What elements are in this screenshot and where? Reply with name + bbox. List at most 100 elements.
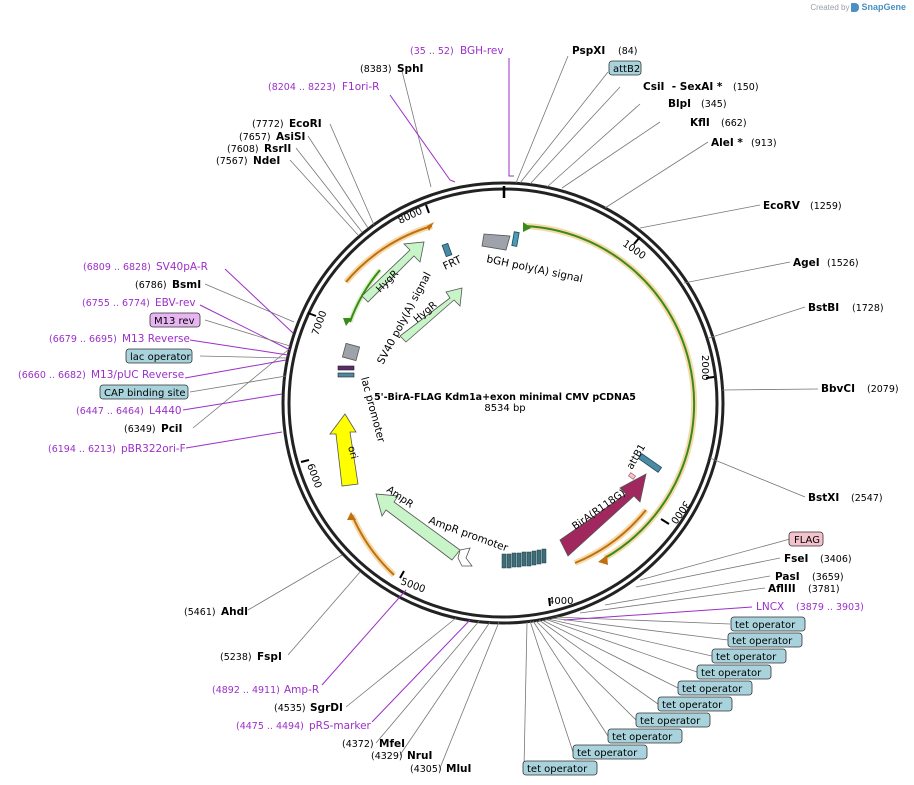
site-mlui-pos: (4305) [410, 764, 442, 775]
primer-amp-r-pos: (4892 .. 4911) [212, 685, 280, 696]
snapgene-credit: Created by SnapGene [810, 2, 906, 12]
primer-l4440: L4440 [149, 405, 182, 417]
primer-lines [182, 58, 753, 723]
tick-7000: 7000 [310, 309, 329, 337]
site-ndei-pos: (7567) [216, 156, 248, 167]
site-bstbi-pos: (1728) [852, 303, 884, 314]
left-site-labels: (35 .. 52) BGH-rev (8383) SphI (8204 .. … [18, 45, 504, 455]
site-fsei-pos: (3406) [820, 554, 852, 565]
site-rsrii: RsrII [264, 143, 291, 155]
hygr-1-shape [361, 241, 425, 303]
site-afliii-pos: (3781) [808, 584, 840, 595]
site-kfli-pos: (662) [721, 118, 747, 129]
primer-lncx: LNCX [756, 601, 784, 613]
tick-2000: 2000 [699, 355, 710, 380]
bgh-polya-label: bGH poly(A) signal [485, 253, 583, 285]
site-sgrdi: SgrDI [310, 702, 343, 714]
primer-m13-reverse-pos: (6679 .. 6695) [49, 334, 117, 345]
site-pcii-pos: (6349) [124, 424, 156, 435]
right-site-labels: PspXI (84) attB2 CsiI - SexAI * (150) Bl… [572, 45, 899, 613]
bira-shape [559, 473, 647, 557]
primer-m13-puc-reverse: M13/pUC Reverse [91, 369, 184, 381]
site-asisi: AsiSI [276, 131, 305, 143]
site-bsmi-pos: (6786) [135, 280, 167, 291]
site-ndei: NdeI [253, 155, 280, 167]
tet-operator-5: tet operator [682, 684, 743, 695]
primer-sv40pa-r: SV40pA-R [156, 261, 208, 273]
cap-site-shape [337, 372, 355, 378]
leader-lines [192, 55, 819, 769]
hygr-2-shape [399, 287, 463, 343]
attb1-shape [637, 453, 663, 473]
site-mlui: MluI [446, 763, 471, 775]
primer-f1ori-r: F1ori-R [342, 81, 379, 93]
primer-sv40pa-r-pos: (6809 .. 6828) [83, 262, 151, 273]
site-csii-sexai-pos: (150) [733, 82, 759, 93]
site-nrui-pos: (4329) [371, 751, 403, 762]
site-asisi-pos: (7657) [239, 132, 271, 143]
primer-pbr322ori-f: pBR322ori-F [121, 443, 186, 455]
site-mfei-pos: (4372) [342, 739, 374, 750]
site-ahdi-pos: (5461) [184, 607, 216, 618]
flag-box: FLAG [794, 535, 820, 546]
flag-shape [628, 472, 636, 480]
site-sphi: SphI [397, 63, 423, 75]
primer-l4440-pos: (6447 .. 6464) [76, 406, 144, 417]
credit-brand: SnapGene [861, 2, 906, 12]
tet-operator-3: tet operator [716, 652, 777, 663]
lac-operator-shape [337, 365, 355, 371]
snapgene-logo-icon [851, 2, 860, 12]
primer-amp-r: Amp-R [284, 684, 319, 696]
lac-operator-box: lac operator [130, 352, 191, 363]
site-sphi-pos: (8383) [360, 64, 392, 75]
primer-m13-puc-reverse-pos: (6660 .. 6682) [18, 370, 86, 381]
tick-4000: 4000 [548, 596, 573, 607]
site-blpi: BlpI [668, 98, 691, 110]
cap-binding-site-box: CAP binding site [104, 388, 186, 399]
attb2-shape [511, 231, 520, 247]
site-bstbi: BstBI [808, 302, 839, 314]
site-pspxi: PspXI [572, 45, 605, 57]
arc-arrowheads [343, 222, 608, 565]
primer-pbr322ori-f-pos: (6194 .. 6213) [48, 444, 116, 455]
tet-operator-10: tet operator [527, 764, 588, 775]
feature-shapes [329, 231, 663, 569]
frt-label: FRT [441, 254, 464, 273]
plasmid-size: 8534 bp [484, 403, 525, 414]
site-agei: AgeI [793, 257, 820, 269]
site-fspi: FspI [257, 651, 282, 663]
site-pcii: PciI [161, 423, 182, 435]
plasmid-name: 5'-BirA-FLAG Kdm1a+exon minimal CMV pCDN… [374, 392, 636, 403]
site-ecorv: EcoRV [763, 200, 801, 212]
lac-promoter-label: lac promoter [358, 376, 387, 445]
primer-bgh-rev-pos: (35 .. 52) [410, 46, 454, 57]
site-sgrdi-pos: (4535) [274, 703, 306, 714]
site-pspxi-pos: (84) [618, 46, 638, 57]
site-bstxi: BstXI [808, 492, 839, 504]
site-csii-sexai: CsiI - SexAI * [643, 81, 723, 93]
ori-label: ori [345, 445, 359, 460]
site-ecorv-pos: (1259) [810, 201, 842, 212]
center-title: 5'-BirA-FLAG Kdm1a+exon minimal CMV pCDN… [374, 392, 636, 414]
site-ahdi: AhdI [221, 606, 248, 618]
ori-shape [329, 413, 359, 487]
tet-operator-8: tet operator [612, 732, 673, 743]
site-bbvci-pos: (2079) [867, 384, 899, 395]
ampr-shape [375, 493, 461, 561]
site-nrui: NruI [407, 750, 432, 762]
ampr-promoter-shape [457, 547, 473, 567]
primer-prs-marker: pRS-marker [309, 720, 372, 732]
primer-ebv-rev-pos: (6755 .. 6774) [82, 298, 150, 309]
tet-operator-7: tet operator [640, 716, 701, 727]
primer-prs-marker-pos: (4475 .. 4494) [236, 721, 304, 732]
site-ecori: EcoRI [289, 118, 322, 130]
tet-operator-2: tet operator [732, 636, 793, 647]
primer-lncx-pos: (3879 .. 3903) [796, 602, 864, 613]
site-mfei: MfeI [379, 738, 405, 750]
site-afliii: AflIII [768, 583, 796, 595]
site-rsrii-pos: (7608) [227, 144, 259, 155]
site-alei-pos: (913) [751, 138, 777, 149]
primer-f1ori-r-pos: (8204 .. 8223) [268, 82, 336, 93]
tet-operator-6: tet operator [662, 700, 723, 711]
site-pasi-pos: (3659) [812, 572, 844, 583]
